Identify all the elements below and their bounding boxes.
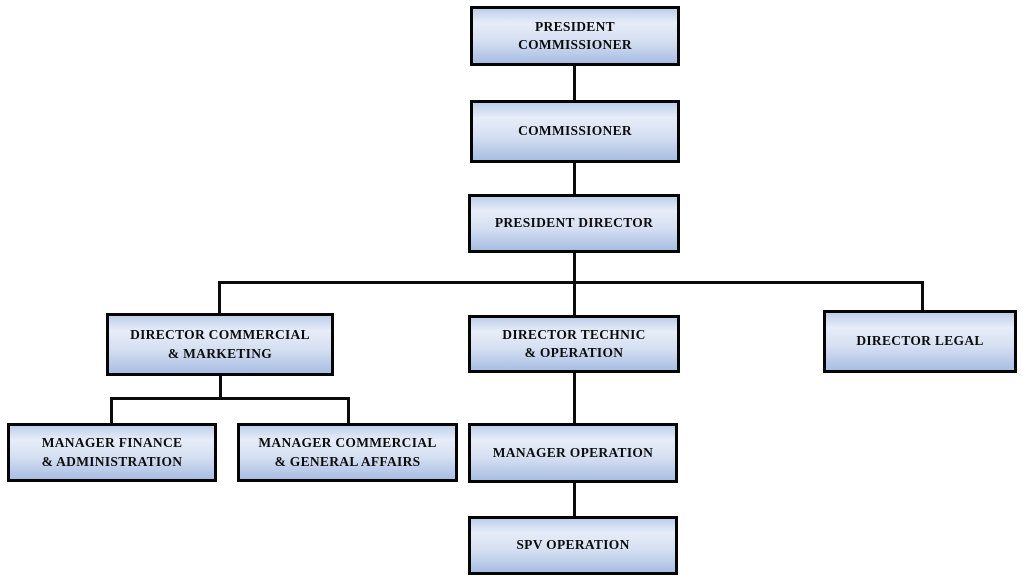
connector-rail-managercommercial bbox=[347, 397, 350, 423]
node-label-line: MANAGER OPERATION bbox=[492, 444, 654, 460]
node-label-line: MANAGER FINANCE bbox=[41, 435, 183, 451]
node-label-line: & OPERATION bbox=[524, 345, 624, 360]
node-director-legal: DIRECTOR LEGAL bbox=[823, 310, 1017, 373]
node-manager-commercial-general-affairs: MANAGER COMMERCIAL & GENERAL AFFAIRS bbox=[237, 423, 458, 482]
node-label-line: & ADMINISTRATION bbox=[41, 453, 183, 469]
node-label-line: PRESIDENT DIRECTOR bbox=[494, 215, 654, 231]
connector-rail-managerfinance bbox=[110, 397, 113, 423]
node-commissioner: COMMISSIONER bbox=[470, 100, 680, 163]
connector-rail-directorcommercial bbox=[218, 281, 221, 313]
connector-presidentcommissioner-commissioner bbox=[573, 66, 576, 100]
node-spv-operation: SPV OPERATION bbox=[468, 516, 678, 575]
node-label-line: SPV OPERATION bbox=[516, 537, 630, 553]
connector-commissioner-presidentdirector bbox=[573, 163, 576, 194]
node-label-line: DIRECTOR COMMERCIAL bbox=[130, 327, 310, 343]
node-manager-finance-administration: MANAGER FINANCE & ADMINISTRATION bbox=[7, 423, 217, 482]
connector-managers-horizontal-rail bbox=[110, 397, 350, 400]
node-label-line: COMMISSIONER bbox=[518, 123, 632, 139]
node-president-director: PRESIDENT DIRECTOR bbox=[468, 194, 680, 253]
node-label-line: DIRECTOR TECHNIC bbox=[502, 326, 646, 342]
node-label-line: & GENERAL AFFAIRS bbox=[274, 453, 421, 469]
connector-directortechnic-manageroperation bbox=[573, 373, 576, 423]
connector-rail-directorlegal bbox=[921, 281, 924, 310]
node-director-technic-operation: DIRECTOR TECHNIC & OPERATION bbox=[468, 315, 680, 373]
node-label-line: PRESIDENT bbox=[535, 18, 615, 34]
node-director-commercial-marketing: DIRECTOR COMMERCIAL & MARKETING bbox=[106, 313, 334, 376]
connector-directors-horizontal-rail bbox=[218, 281, 924, 284]
connector-directorcommercial-managersrail bbox=[219, 376, 222, 399]
node-label-line: DIRECTOR LEGAL bbox=[856, 333, 984, 349]
node-president-commissioner: PRESIDENT COMMISSIONER bbox=[470, 6, 680, 66]
node-label-line: COMMISSIONER bbox=[518, 37, 632, 52]
connector-presidentdirector-directortechnic bbox=[573, 253, 576, 315]
node-label-line: MANAGER COMMERCIAL bbox=[258, 435, 437, 451]
connector-manageroperation-spvoperation bbox=[573, 483, 576, 516]
node-manager-operation: MANAGER OPERATION bbox=[468, 423, 678, 483]
node-label-line: & MARKETING bbox=[167, 345, 273, 361]
